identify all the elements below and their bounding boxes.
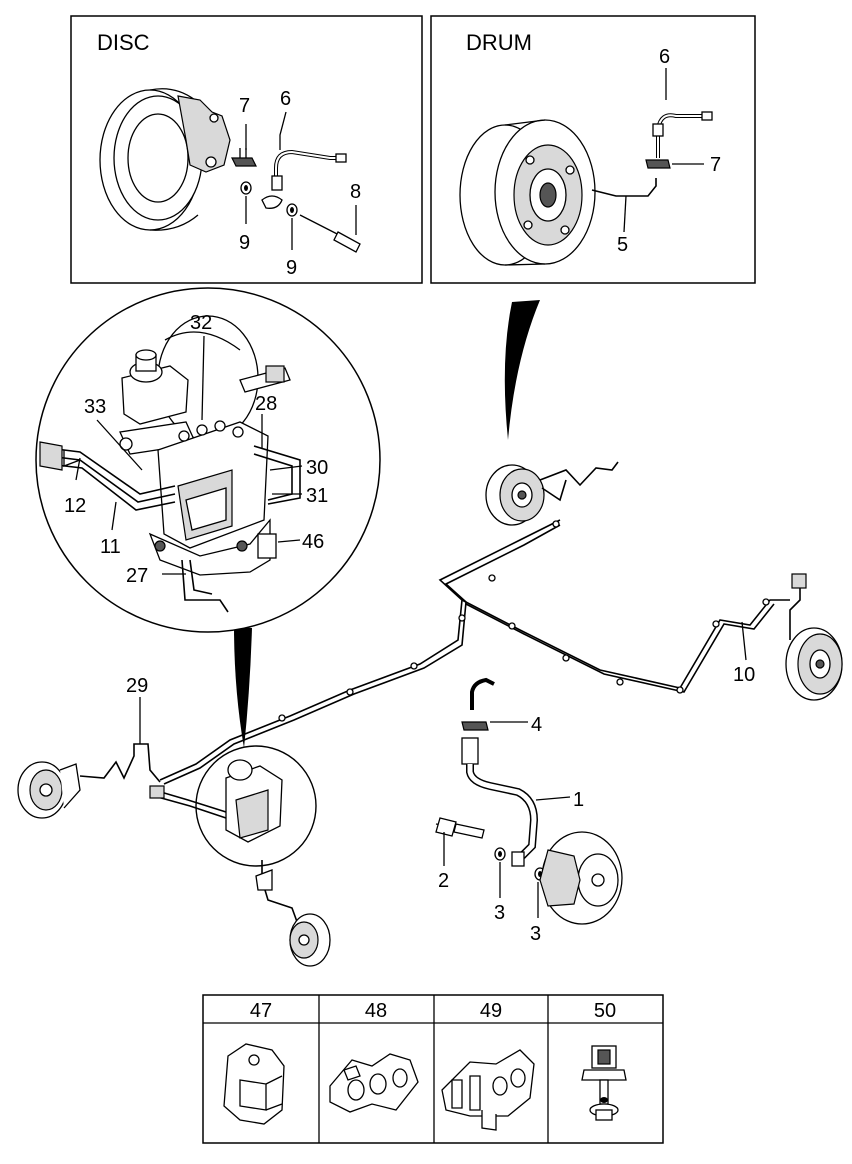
rear-right-drum <box>785 627 843 701</box>
drum-inset-title: DRUM <box>466 30 532 55</box>
drum-label-hose: 6 <box>659 46 670 68</box>
abs-label-46: 46 <box>302 531 324 553</box>
rear-left-drum <box>485 464 545 526</box>
drum-brake-pipe <box>591 178 657 197</box>
drum-label-pipe: 5 <box>617 234 628 256</box>
abs-label-33: 33 <box>84 396 106 418</box>
disc-bracket <box>231 157 257 167</box>
disc-label-washer-2: 9 <box>286 257 297 279</box>
front-left-hub <box>17 761 81 819</box>
clip-47-illustration <box>223 1043 285 1125</box>
disc-label-bracket: 7 <box>239 95 250 117</box>
abs-detail: 32 33 28 30 31 12 11 46 27 <box>35 287 381 633</box>
clip-header-50: 50 <box>594 1000 616 1022</box>
main-brake-lines: 29 10 <box>17 461 843 967</box>
abs-mounting-bracket <box>148 518 271 576</box>
clip-50-illustration <box>581 1045 627 1121</box>
abs-label-11: 11 <box>100 536 121 558</box>
clip-header-49: 49 <box>480 1000 502 1022</box>
label-10: 10 <box>733 664 755 686</box>
front-hose-bracket <box>461 721 489 731</box>
clip-header-48: 48 <box>365 1000 387 1022</box>
front-left-line <box>79 743 161 783</box>
drum-pointer-wedge <box>504 300 540 440</box>
label-front-washer-2: 3 <box>530 923 541 945</box>
clip-48-illustration <box>329 1053 419 1113</box>
abs-label-28: 28 <box>255 393 277 415</box>
label-front-bracket: 4 <box>531 714 542 736</box>
front-disc-caliper <box>539 831 623 925</box>
front-hose-detail: 4 1 2 3 3 <box>435 677 623 945</box>
front-right-hub <box>289 913 331 967</box>
main-brake-pipe <box>159 519 561 781</box>
front-banjo-bolt <box>435 817 457 837</box>
abs-label-31: 31 <box>306 485 328 507</box>
abs-label-12: 12 <box>64 495 86 517</box>
abs-pointer-wedge <box>234 626 252 748</box>
abs-label-30: 30 <box>306 457 328 479</box>
disc-label-bolt: 8 <box>350 181 361 203</box>
drum-bracket <box>645 159 671 169</box>
abs-label-27: 27 <box>126 565 148 587</box>
front-brake-hose <box>466 764 539 859</box>
abs-label-32: 32 <box>190 312 212 334</box>
label-29: 29 <box>126 675 148 697</box>
disc-inset: DISC <box>70 15 423 284</box>
disc-rotor <box>99 88 203 231</box>
label-front-hose: 1 <box>573 789 584 811</box>
drum-inset: DRUM 6 7 5 <box>430 15 756 284</box>
disc-label-washer: 9 <box>239 232 250 254</box>
disc-inset-title: DISC <box>97 30 150 55</box>
clip-header-47: 47 <box>250 1000 272 1022</box>
drum-label-bracket: 7 <box>710 154 721 176</box>
clip-table: 47 48 49 50 <box>202 994 664 1144</box>
disc-banjo-bolt <box>333 231 361 253</box>
label-front-bolt: 2 <box>438 870 449 892</box>
drum-assembly <box>459 119 596 266</box>
disc-caliper <box>177 95 231 173</box>
disc-label-hose: 6 <box>280 88 291 110</box>
label-front-washer: 3 <box>494 902 505 924</box>
clip-49-illustration <box>441 1049 535 1131</box>
front-hose-upper-pipe <box>470 677 495 710</box>
